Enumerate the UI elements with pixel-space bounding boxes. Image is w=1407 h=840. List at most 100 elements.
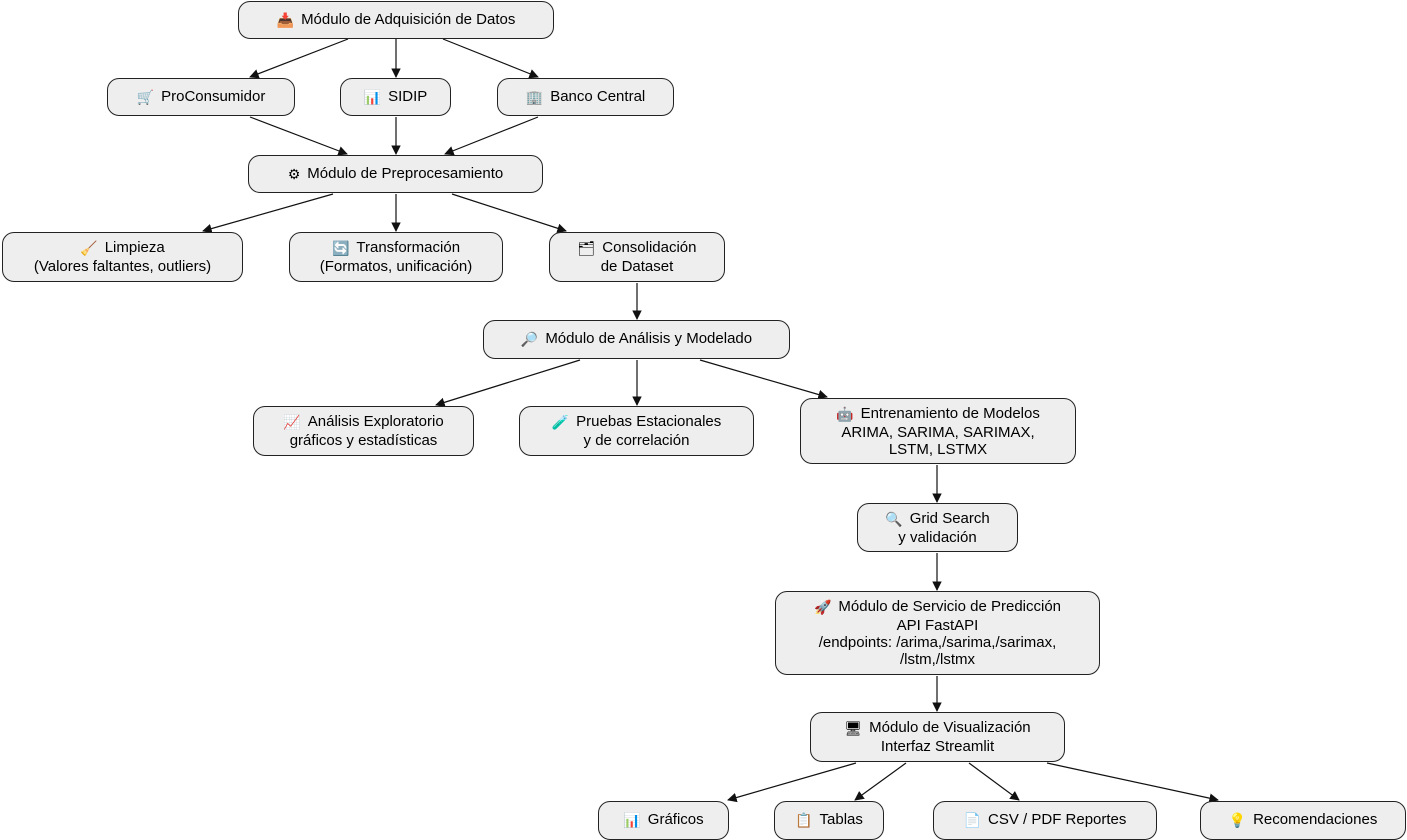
node-label: Módulo de Visualización xyxy=(869,719,1031,736)
edge-visual-tablas xyxy=(854,762,907,801)
node-text: 📊 Gráficos xyxy=(623,811,703,830)
node-label: Módulo de Preprocesamiento xyxy=(307,164,504,182)
node-label: Interfaz Streamlit xyxy=(880,738,995,755)
node-label: API FastAPI xyxy=(896,617,979,634)
node-line: 🔍 Grid Search xyxy=(885,510,989,529)
test-tube-icon: 🧪 xyxy=(551,415,570,431)
edge-analisis-entren xyxy=(699,359,828,400)
node-line: ARIMA, SARIMA, SARIMAX, xyxy=(836,424,1040,441)
node-reportes: 📄CSV / PDF Reportes xyxy=(933,801,1157,840)
node-text: ⚙ Módulo de Preprocesamiento xyxy=(288,165,504,184)
line-chart-icon: 📈 xyxy=(283,415,301,431)
edge-prep-limpieza xyxy=(202,193,334,234)
node-line: LSTM, LSTMX xyxy=(836,441,1040,458)
node-line: de Dataset xyxy=(577,258,696,275)
office-building-icon: 🏢 xyxy=(525,89,544,106)
node-procon: 🛒 ProConsumidor xyxy=(107,78,295,116)
node-text: 🔄Transformación(Formatos, unificación) xyxy=(320,239,473,275)
node-limpieza: 🧹Limpieza(Valores faltantes, outliers) xyxy=(2,232,243,282)
bar-chart-icon: 📊 xyxy=(623,813,641,829)
node-sidip: 📊SIDIP xyxy=(340,78,451,116)
node-text: 📥 Módulo de Adquisición de Datos xyxy=(277,11,516,30)
node-label: Módulo de Adquisición de Datos xyxy=(301,10,516,28)
node-label: y validación xyxy=(898,528,977,546)
node-line: 🤖Entrenamiento de Modelos xyxy=(836,405,1040,424)
gear-icon: ⚙ xyxy=(287,166,301,183)
node-banco: 🏢 Banco Central xyxy=(497,78,674,116)
node-line: 📥 Módulo de Adquisición de Datos xyxy=(277,11,516,30)
inbox-tray-icon: 📥 xyxy=(276,12,295,29)
node-line: 🗂 Consolidación xyxy=(577,239,696,258)
node-line: 🚀Módulo de Servicio de Predicción xyxy=(814,598,1061,617)
magnifier-icon: 🔎 xyxy=(520,332,539,348)
node-label: (Valores faltantes, outliers) xyxy=(33,258,212,275)
edge-procon-prep xyxy=(249,116,348,156)
node-line: 📈 Análisis Exploratorio xyxy=(283,413,443,432)
node-label: Gráficos xyxy=(647,811,704,828)
node-line: 💡 Recomendaciones xyxy=(1229,811,1378,830)
node-label: y de correlación xyxy=(583,432,690,449)
node-label: /lstm,/lstmx xyxy=(900,651,975,668)
node-line: ⚙ Módulo de Preprocesamiento xyxy=(288,165,504,184)
node-line: 📊 Gráficos xyxy=(623,811,703,830)
node-text: 🛒 ProConsumidor xyxy=(137,88,266,107)
broom-icon: 🧹 xyxy=(80,241,98,257)
shopping-cart-icon: 🛒 xyxy=(136,89,155,106)
node-text: 🗂 Consolidación de Dataset xyxy=(577,239,696,275)
node-text: 🔎Módulo de Análisis y Modelado xyxy=(521,330,752,349)
node-label: gráficos y estadísticas xyxy=(289,432,438,449)
node-label: Grid Search xyxy=(909,509,990,527)
node-analisis: 🔎Módulo de Análisis y Modelado xyxy=(483,320,790,359)
edge-adq-procon xyxy=(249,38,349,79)
node-text: 📄CSV / PDF Reportes xyxy=(964,811,1127,830)
node-line: (Valores faltantes, outliers) xyxy=(34,258,211,275)
node-label: ProConsumidor xyxy=(161,87,266,105)
edge-adq-banco xyxy=(442,38,539,79)
node-label: ARIMA, SARIMA, SARIMAX, xyxy=(841,423,1035,441)
search-icon: 🔍 xyxy=(885,511,903,528)
folder-stack-icon: 🗂 xyxy=(577,241,596,257)
node-graficos: 📊 Gráficos xyxy=(598,801,729,840)
node-text: 📊SIDIP xyxy=(364,88,428,107)
node-text: 📋 Tablas xyxy=(795,811,863,830)
node-text: 🧹Limpieza(Valores faltantes, outliers) xyxy=(34,239,211,275)
node-label: (Formatos, unificación) xyxy=(319,258,473,275)
node-line: 📋 Tablas xyxy=(795,811,863,830)
node-transf: 🔄Transformación(Formatos, unificación) xyxy=(289,232,503,282)
node-label: Tablas xyxy=(819,811,863,828)
node-label: Banco Central xyxy=(550,87,646,105)
node-label: LSTM, LSTMX xyxy=(888,440,988,458)
node-label: de Dataset xyxy=(600,258,674,275)
node-label: CSV / PDF Reportes xyxy=(988,811,1127,828)
node-text: 🏢 Banco Central xyxy=(526,88,646,107)
node-label: Análisis Exploratorio xyxy=(307,413,444,430)
clipboard-icon: 📋 xyxy=(795,813,813,829)
node-line: 🔄Transformación xyxy=(320,239,473,258)
node-label: Recomendaciones xyxy=(1253,811,1378,828)
node-line: y validación xyxy=(885,529,989,546)
edge-banco-prep xyxy=(444,116,539,156)
node-text: 📈 Análisis Exploratorio gráficos y estadís… xyxy=(283,413,443,449)
node-line: Interfaz Streamlit xyxy=(844,738,1030,755)
node-label: Consolidación xyxy=(602,239,697,256)
node-line: 📊SIDIP xyxy=(364,88,428,107)
node-explor: 📈 Análisis Exploratorio gráficos y estadís… xyxy=(253,406,474,456)
node-line: gráficos y estadísticas xyxy=(283,432,443,449)
monitor-icon: 🖥 xyxy=(844,721,863,737)
robot-icon: 🤖 xyxy=(836,406,854,423)
refresh-icon: 🔄 xyxy=(331,241,350,257)
lightbulb-icon: 💡 xyxy=(1228,813,1247,829)
node-consol: 🗂 Consolidación de Dataset xyxy=(549,232,725,282)
edge-visual-reportes xyxy=(968,762,1020,801)
node-line: (Formatos, unificación) xyxy=(320,258,473,275)
